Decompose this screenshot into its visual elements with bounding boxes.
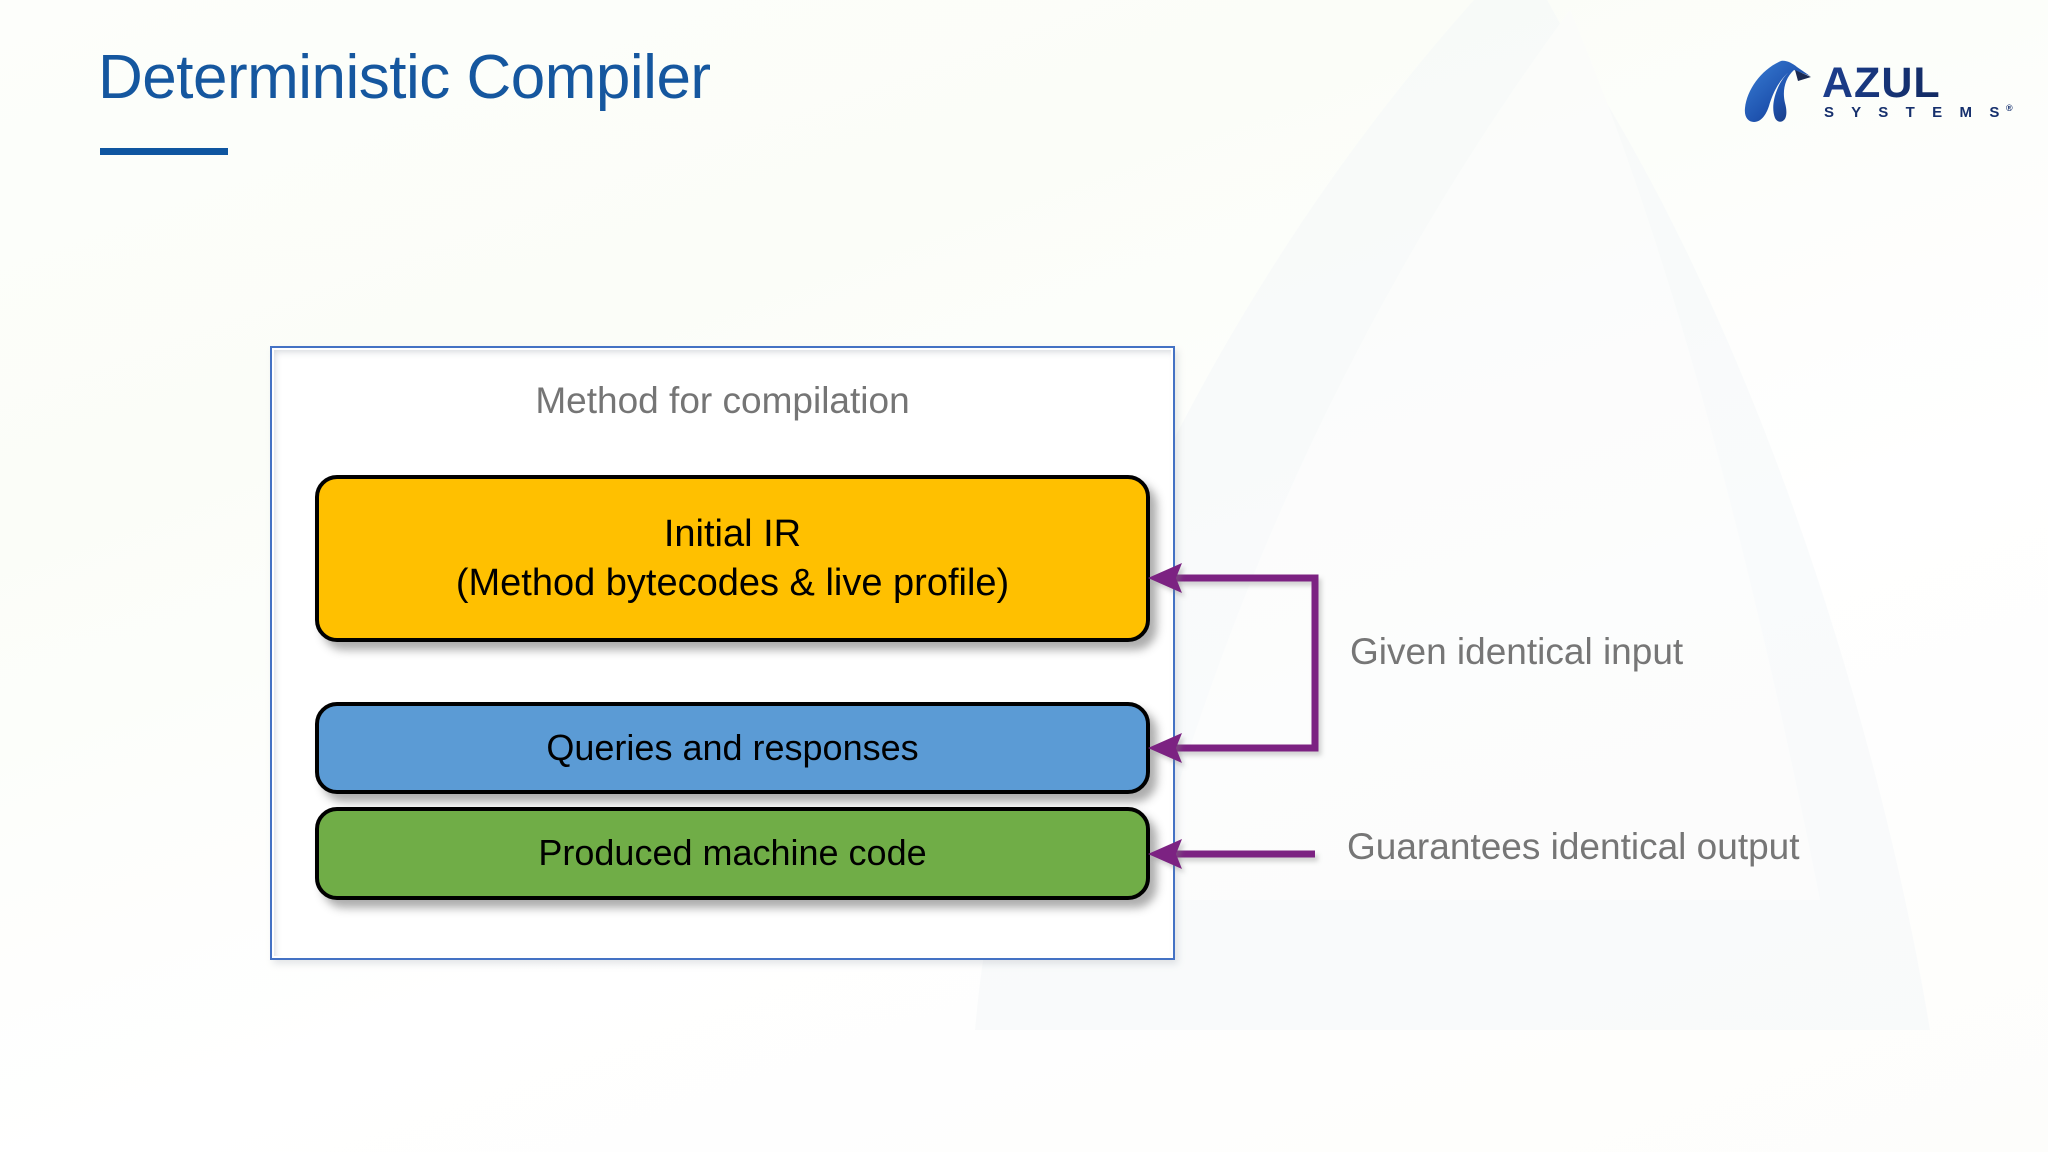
logo-wordmark: AZUL [1822, 62, 2013, 105]
block-initial-ir[interactable]: Initial IR (Method bytecodes & live prof… [315, 475, 1150, 642]
azul-systems-logo: AZUL S Y S T E M S® [1740, 52, 2013, 130]
annotation-given-identical-input: Given identical input [1350, 631, 1684, 672]
block-queries-and-responses[interactable]: Queries and responses [315, 702, 1150, 794]
title-underline-rule [100, 148, 228, 155]
registered-trademark-icon: ® [2005, 103, 2013, 114]
azul-a-swoosh-icon [1744, 60, 1811, 122]
method-compilation-container: Method for compilation Initial IR (Metho… [270, 346, 1175, 960]
block-initial-ir-line1: Initial IR [663, 512, 802, 555]
logo-tagline: S Y S T E M S® [1822, 103, 2013, 122]
connector-bracket-input [1168, 574, 1319, 752]
logo-tagline-text: S Y S T E M S [1824, 104, 2006, 122]
block-initial-ir-line2: (Method bytecodes & live profile) [455, 561, 1010, 604]
annotation-guarantees-identical-output: Guarantees identical output [1347, 826, 1800, 867]
logo-wordmark-group: AZUL S Y S T E M S® [1822, 61, 2013, 121]
block-machine-code-label: Produced machine code [538, 832, 927, 874]
container-caption: Method for compilation [535, 380, 910, 421]
page-title: Deterministic Compiler [98, 43, 711, 112]
block-produced-machine-code[interactable]: Produced machine code [315, 807, 1150, 900]
block-queries-label: Queries and responses [546, 726, 919, 768]
